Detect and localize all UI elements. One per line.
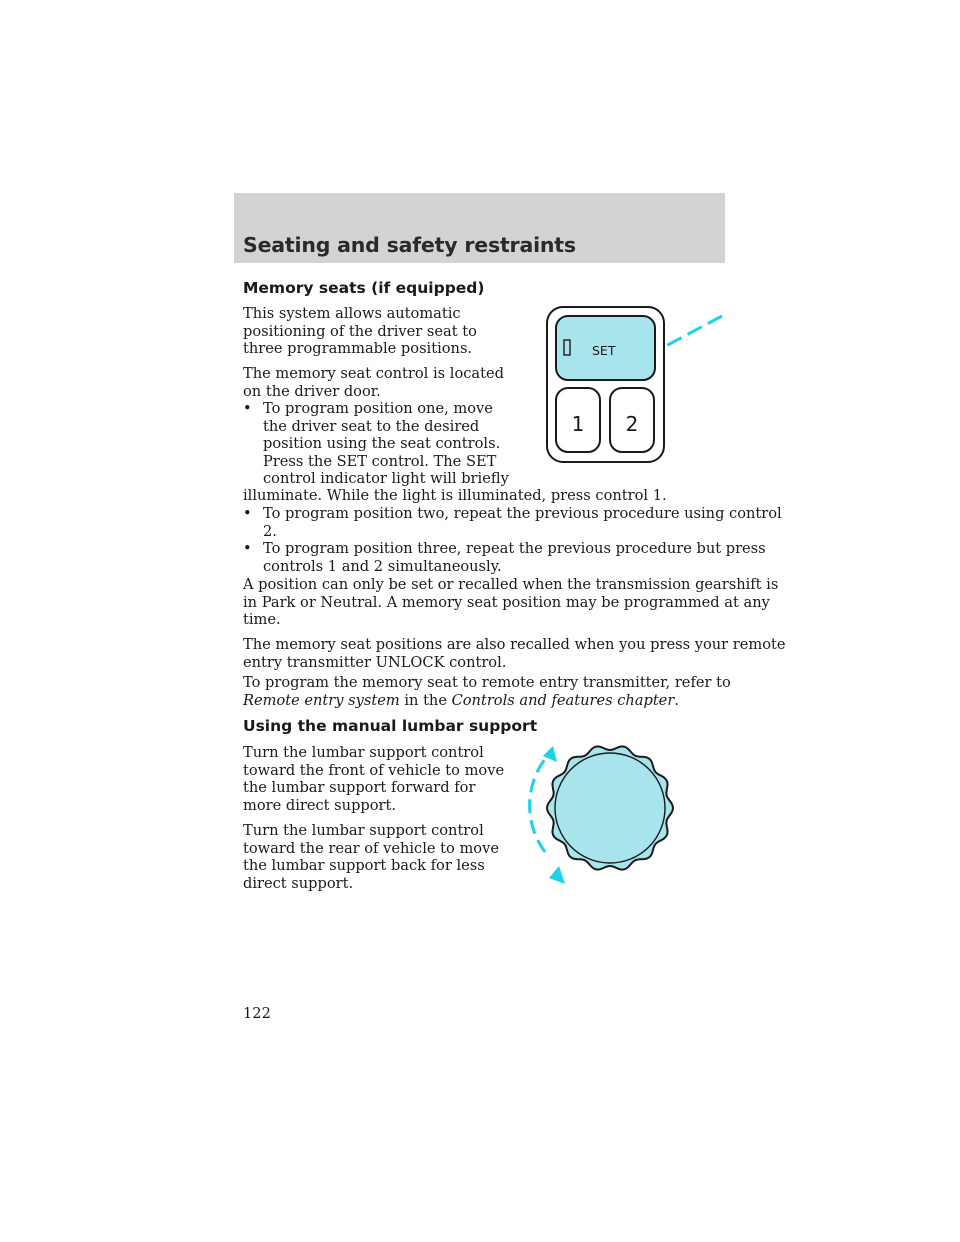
arrow-head-up [543,746,557,762]
bullet-position-three: • To program position three, repeat the … [243,540,766,575]
indicator-light-icon [563,339,571,356]
set-button-label: SET [592,343,616,358]
remote-recall-paragraph: The memory seat positions are also recal… [243,636,786,671]
memory-button-2 [609,387,655,453]
section-title: Seating and safety restraints [243,233,576,257]
lumbar-support-heading: Using the manual lumbar support [243,717,538,735]
memory-button-2-label: 2 [626,412,639,436]
memory-seat-control-illustration: SET 1 2 [546,306,723,463]
remote-entry-reference: Remote entry system [243,691,400,709]
knob-inner-ring [554,752,666,864]
bullet-marker: • [243,505,252,522]
memory-button-1-label: 1 [572,412,585,436]
bullet-position-one: • To program position one, move the driv… [243,400,667,504]
set-button [555,315,656,381]
lumbar-knob-illustration [528,745,675,884]
section-header-band: Seating and safety restraints [234,193,725,263]
bullet-position-two: • To program position two, repeat the pr… [243,505,782,540]
callout-leader-line [661,314,723,350]
arrow-head-down [549,866,565,884]
memory-button-1 [555,387,601,453]
controls-chapter-reference: Controls and features chapter [451,691,675,709]
remote-program-paragraph: To program the memory seat to remote ent… [243,674,731,709]
bullet-marker: • [243,400,252,417]
lumbar-forward-paragraph: Turn the lumbar support control toward t… [243,744,505,814]
bullet-marker: • [243,540,252,557]
page-number: 122 [243,1005,271,1022]
memory-intro-paragraph: This system allows automatic positioning… [243,305,477,357]
rotation-arrow [528,753,551,853]
memory-seats-heading: Memory seats (if equipped) [243,279,485,297]
lumbar-knob [545,745,675,871]
gearshift-paragraph: A position can only be set or recalled w… [243,576,779,628]
lumbar-back-paragraph: Turn the lumbar support control toward t… [243,822,499,892]
memory-location-paragraph: The memory seat control is located on th… [243,365,504,400]
